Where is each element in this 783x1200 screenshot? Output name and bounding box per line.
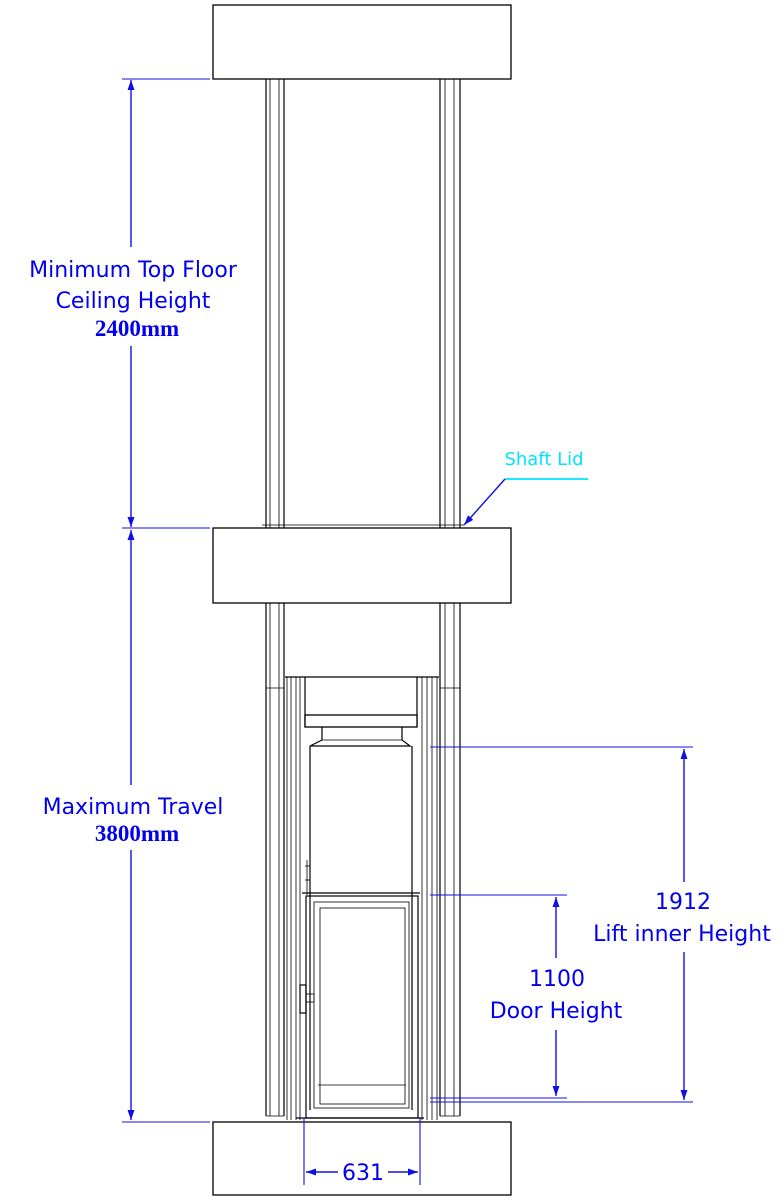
shaft-lid-leader — [463, 478, 588, 526]
shaft-lid-label: Shaft Lid — [504, 449, 583, 470]
car-top — [304, 677, 418, 747]
upper-right-column — [439, 79, 461, 528]
lift-inner-label: Lift inner Height — [593, 922, 771, 947]
door-height-value: 1100 — [529, 967, 585, 992]
car-frame-rails — [285, 676, 439, 1120]
max-travel-label: Maximum Travel — [43, 795, 224, 820]
bottom-slab — [212, 1121, 512, 1196]
top-slab — [212, 4, 512, 80]
max-travel-value: 3800mm — [95, 821, 179, 846]
car-width-value: 631 — [342, 1161, 384, 1186]
ceiling-height-dimension — [122, 78, 210, 529]
lower-right-column — [439, 603, 461, 1117]
min-ceiling-label-line2: Ceiling Height — [56, 289, 211, 314]
door-height-label: Door Height — [490, 999, 623, 1024]
middle-slab — [212, 527, 512, 604]
max-travel-dimension — [122, 530, 210, 1123]
upper-left-column — [265, 79, 285, 528]
door-height-dimension — [430, 894, 567, 1099]
lift-inner-value: 1912 — [655, 890, 711, 915]
min-ceiling-label-line1: Minimum Top Floor — [29, 258, 238, 283]
car-width-dimension — [303, 1118, 421, 1185]
door — [296, 892, 424, 1119]
lower-left-column — [265, 603, 285, 1117]
car-body — [305, 746, 413, 1110]
lift-inner-height-dimension — [430, 746, 693, 1103]
min-ceiling-value: 2400mm — [95, 316, 179, 341]
